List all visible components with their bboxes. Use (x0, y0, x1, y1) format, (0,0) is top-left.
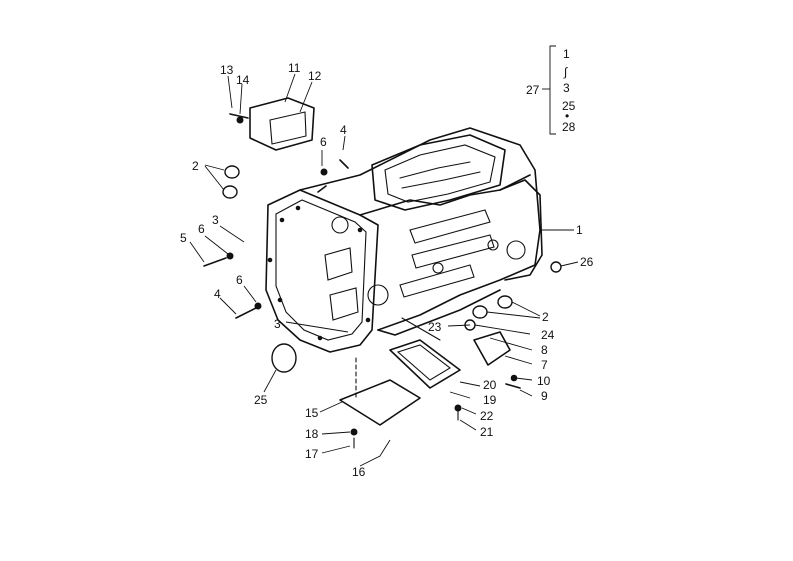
dowel-pins (204, 164, 541, 319)
callout-5: 5 (180, 231, 187, 245)
callout-labels: 1 2 2 3 3 3 4 4 5 6 6 6 7 8 9 10 11 12 1… (180, 61, 594, 479)
callout-3: 3 (274, 317, 281, 331)
callout-12: 12 (308, 69, 322, 83)
callout-6: 6 (236, 273, 243, 287)
group-label: 27 (526, 83, 540, 97)
callout-26: 26 (580, 255, 594, 269)
inspection-cover-19-20 (389, 339, 481, 431)
cover-bolt-13-14 (227, 75, 249, 124)
group-item: 25 (562, 99, 576, 113)
callout-13: 13 (220, 63, 234, 77)
transmission-case (265, 127, 543, 353)
callout-7: 7 (541, 358, 548, 372)
callout-15: 15 (305, 406, 319, 420)
callout-11: 11 (288, 61, 301, 75)
callout-18: 18 (305, 427, 319, 441)
callout-10: 10 (537, 374, 551, 388)
bottom-cover-15 (319, 379, 421, 467)
callout-19: 19 (483, 393, 497, 407)
group-bracket-27: 27 1 ∫ 3 25 • 28 (526, 45, 576, 135)
callout-23: 23 (428, 320, 442, 334)
callout-2: 2 (192, 159, 199, 173)
callout-17: 17 (305, 447, 319, 461)
group-item: 1 (563, 47, 570, 61)
callout-6: 6 (320, 135, 327, 149)
callout-21: 21 (480, 425, 494, 439)
plug-26 (550, 261, 579, 273)
callout-6: 6 (198, 222, 205, 236)
side-cover-7-8 (447, 319, 533, 397)
callout-2: 2 (542, 310, 549, 324)
group-item: 28 (562, 120, 576, 134)
callout-4: 4 (214, 287, 221, 301)
callout-4: 4 (340, 123, 347, 137)
callout-16: 16 (352, 465, 366, 479)
callout-1: 1 (576, 223, 583, 237)
callout-3: 3 (212, 213, 219, 227)
callout-24: 24 (541, 328, 555, 342)
top-cover-plate (249, 73, 315, 151)
group-item: 3 (563, 81, 570, 95)
oil-seal-25 (263, 343, 297, 393)
group-item: • (565, 109, 569, 123)
group-item: ∫ (563, 65, 568, 79)
callout-22: 22 (480, 409, 494, 423)
callout-25: 25 (254, 393, 268, 407)
callout-14: 14 (236, 73, 250, 87)
callout-8: 8 (541, 343, 548, 357)
callout-9: 9 (541, 389, 548, 403)
callout-20: 20 (483, 378, 497, 392)
bolts-left (189, 135, 349, 319)
